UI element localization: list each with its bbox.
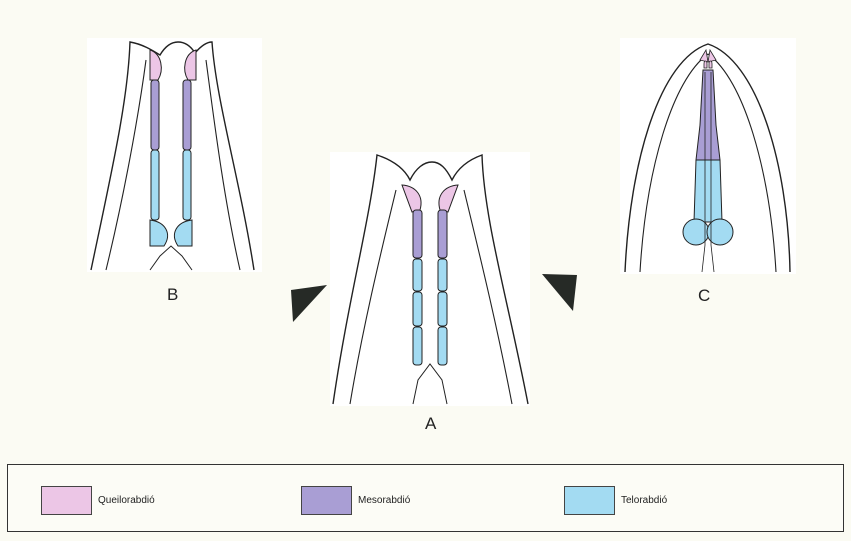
panel-c-cheilorhabdion-inner-left bbox=[703, 60, 708, 69]
legend-swatch-telorabdio bbox=[564, 485, 615, 515]
panel-a-lumen bbox=[412, 363, 448, 405]
panel-b-mesorhabdion-right bbox=[182, 79, 192, 151]
arrow-left-icon bbox=[291, 285, 327, 322]
panel-c-cheilorhabdion-right bbox=[707, 48, 717, 63]
legend-swatch-mesorabdio bbox=[301, 485, 352, 515]
panel-b-drawing bbox=[87, 38, 262, 272]
panel-c-body-outline bbox=[624, 43, 791, 273]
panel-b-inner-line-left bbox=[105, 59, 147, 271]
panel-b-bulb-left bbox=[149, 219, 168, 247]
panel-c-drawing bbox=[620, 38, 796, 274]
panel-a-telorhabdion-left-2 bbox=[412, 291, 423, 327]
panel-a-telorhabdion-right-2 bbox=[437, 291, 448, 327]
stoma-diagram bbox=[87, 38, 796, 406]
panel-b-body-outline bbox=[90, 41, 255, 271]
panel-a-telorhabdion-right-1 bbox=[437, 258, 448, 292]
legend-item-mesorabdio: Mesorabdió bbox=[301, 483, 410, 517]
panel-b-bulb-right bbox=[174, 219, 193, 247]
legend-label-telorabdio: Telorabdió bbox=[621, 494, 668, 506]
panel-c-bulb-right bbox=[706, 218, 734, 246]
panel-a-telorhabdion-right-3 bbox=[437, 326, 448, 366]
panel-c-lumen bbox=[701, 72, 715, 273]
panel-b-telorhabdion-left bbox=[150, 149, 160, 221]
panel-a-inner-line-left bbox=[349, 189, 397, 405]
legend-label-queilorabdio: Queilorabdió bbox=[98, 494, 155, 506]
panel-c-telorhabdion bbox=[693, 159, 723, 223]
legend-swatch-queilorabdio bbox=[41, 485, 92, 515]
panel-a-telorhabdion-left-1 bbox=[412, 258, 423, 292]
panel-label-b: B bbox=[167, 285, 179, 304]
panel-b-lumen bbox=[149, 245, 193, 271]
panel-a-inner-line-right bbox=[463, 189, 513, 405]
arrow-right-icon bbox=[542, 274, 577, 311]
panel-b-mesorhabdion-left bbox=[150, 79, 160, 151]
legend: Queilorabdió Mesorabdió Telorabdió bbox=[7, 464, 844, 532]
panel-a-drawing bbox=[330, 152, 530, 406]
panel-a-background bbox=[330, 152, 530, 406]
panel-c-cheilorhabdion-inner-right bbox=[708, 60, 713, 69]
panel-a-telorhabdion-left-3 bbox=[412, 326, 423, 366]
panel-a-mesorhabdion-right bbox=[437, 209, 448, 259]
panel-a-mesorhabdion-left bbox=[412, 209, 423, 259]
panel-b-inner-line-right bbox=[205, 59, 241, 271]
panel-c-cheilorhabdion-left bbox=[699, 48, 709, 63]
panel-label-c: C bbox=[698, 286, 711, 305]
legend-item-telorabdio: Telorabdió bbox=[564, 483, 667, 517]
legend-item-queilorabdio: Queilorabdió bbox=[41, 483, 155, 517]
legend-label-mesorabdio: Mesorabdió bbox=[358, 494, 411, 506]
panel-b-telorhabdion-right bbox=[182, 149, 192, 221]
panel-label-a: A bbox=[425, 414, 437, 433]
panel-c-inner-line bbox=[639, 53, 777, 273]
panel-a-body-outline bbox=[332, 154, 529, 405]
